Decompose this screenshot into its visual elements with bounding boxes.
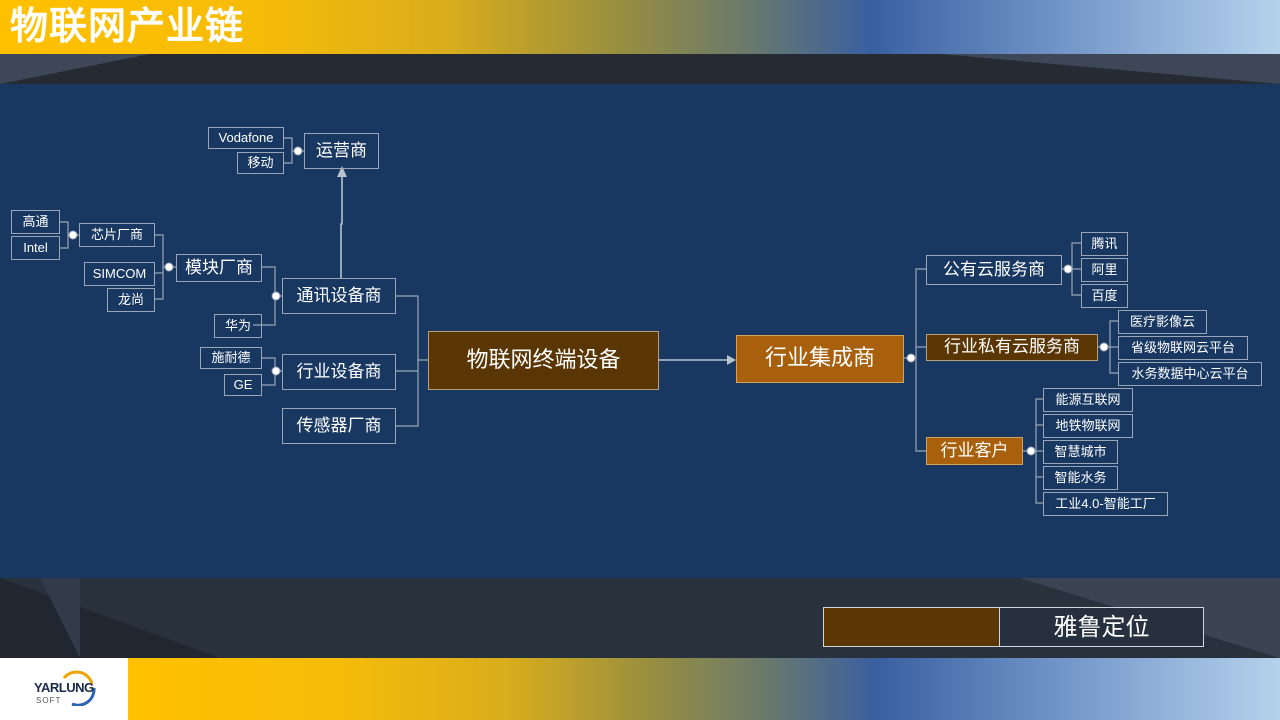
header-bar: [0, 0, 1280, 54]
industry-integrator-node: 行业集成商: [736, 335, 904, 383]
logo-icon: [62, 670, 96, 706]
telecom-huawei: 华为: [214, 314, 262, 338]
iot-terminal-node: 物联网终端设备: [428, 331, 659, 390]
chip-vendor-node: 芯片厂商: [79, 223, 155, 247]
private-province-iot-cloud: 省级物联网云平台: [1118, 336, 1248, 360]
legend-swatch: [823, 607, 1000, 647]
logo-sub: SOFT: [36, 696, 62, 705]
carrier-vodafone: Vodafone: [208, 127, 284, 149]
lower-shape-2: [40, 578, 80, 658]
band-shape-left: [0, 54, 150, 84]
chip-qualcomm: 高通: [11, 210, 60, 234]
private-medical-cloud: 医疗影像云: [1118, 310, 1207, 334]
private-water-cloud: 水务数据中心云平台: [1118, 362, 1262, 386]
customer-industry-4: 工业4.0-智能工厂: [1043, 492, 1168, 516]
arrow-head-up: [337, 166, 347, 177]
sensor-vendor-node: 传感器厂商: [282, 408, 396, 444]
logo-area: YARLUNG SOFT: [0, 658, 128, 720]
logo-name: YARLUNG: [34, 680, 94, 695]
band-shape-right: [940, 54, 1280, 84]
module-vendor-node: 模块厂商: [176, 254, 262, 282]
carrier-node: 运营商: [304, 133, 379, 169]
cloud-tencent: 腾讯: [1081, 232, 1128, 256]
customer-smart-water: 智能水务: [1043, 466, 1118, 490]
module-longshang: 龙尚: [107, 288, 155, 312]
telecom-equipment-node: 通讯设备商: [282, 278, 396, 314]
arrow-head-right: [727, 355, 736, 365]
industry-ge: GE: [224, 374, 262, 396]
industry-customer-node: 行业客户: [926, 437, 1023, 465]
carrier-mobile: 移动: [237, 152, 284, 174]
page-title: 物联网产业链: [10, 4, 245, 48]
cloud-alibaba: 阿里: [1081, 258, 1128, 282]
customer-smart-city: 智慧城市: [1043, 440, 1118, 464]
industry-schneider: 施耐德: [200, 347, 262, 369]
private-cloud-node: 行业私有云服务商: [926, 334, 1098, 361]
footer-bar: [128, 658, 1280, 720]
cloud-baidu: 百度: [1081, 284, 1128, 308]
public-cloud-node: 公有云服务商: [926, 255, 1062, 285]
lower-shape-1: [0, 578, 220, 658]
chip-intel: Intel: [11, 236, 60, 260]
customer-energy-internet: 能源互联网: [1043, 388, 1133, 412]
legend-label: 雅鲁定位: [999, 607, 1204, 647]
industry-device-node: 行业设备商: [282, 354, 396, 390]
customer-metro-iot: 地铁物联网: [1043, 414, 1133, 438]
module-simcom: SIMCOM: [84, 262, 155, 286]
